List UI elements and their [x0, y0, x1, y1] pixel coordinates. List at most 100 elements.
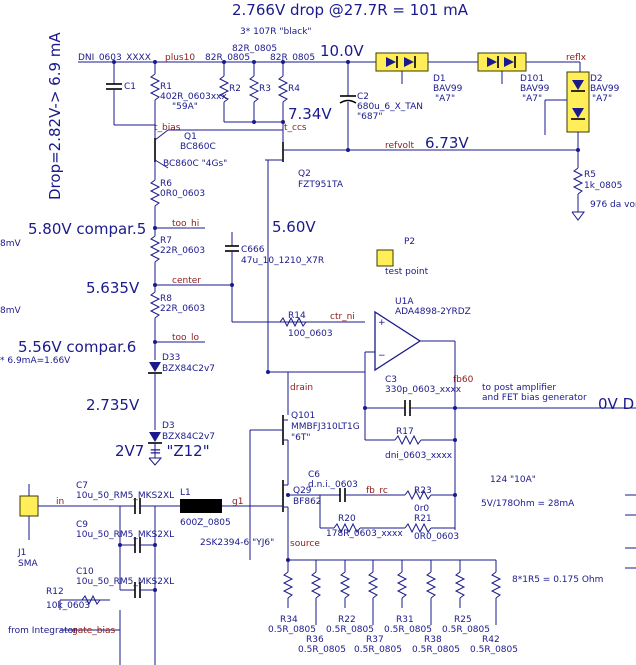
- c3-label: C3: [385, 375, 397, 385]
- r2-label: R2: [229, 84, 241, 94]
- u1a-value: ADA4898-2YRDZ: [395, 307, 471, 317]
- post-amp-note: to post amplifier: [482, 383, 556, 393]
- q1-label: Q1: [184, 132, 197, 142]
- right-edge-stubs: [625, 494, 636, 569]
- transistor-q2: [265, 130, 290, 372]
- r5-label: R5: [584, 170, 596, 180]
- r38-value: 0.5R_0805: [412, 645, 460, 655]
- l1-label: L1: [180, 488, 191, 498]
- d1-value: BAV99: [433, 84, 463, 94]
- r12-value: 10k_0603: [46, 601, 90, 611]
- header-annotation: 2.766V drop @27.7R = 101 mA: [232, 1, 469, 19]
- net-drain: drain: [290, 383, 313, 393]
- transistor-q1: [154, 125, 283, 178]
- net-reflx: reflx: [566, 53, 587, 63]
- q29-label: Q29: [293, 486, 312, 496]
- refvolt-rail: [290, 148, 585, 221]
- q29-value: BF862: [293, 497, 322, 507]
- transistor-q101: [249, 370, 365, 560]
- r42-value: 0.5R_0805: [470, 645, 518, 655]
- resistor-r14: [279, 316, 307, 328]
- r25-value: 0.5R_0805: [442, 625, 490, 635]
- r1-label: R1: [160, 82, 172, 92]
- r1-code: "59A": [172, 102, 198, 112]
- c9-value: 10u_50_RM5_MKS2XL: [76, 530, 174, 540]
- r38-label: R38: [424, 635, 442, 645]
- capacitor-c2: [339, 62, 357, 152]
- r12-label: R12: [46, 587, 64, 597]
- note-5v: 5V/178Ohm = 28mA: [481, 499, 575, 509]
- net-in: in: [56, 497, 64, 507]
- r21-label: R21: [414, 514, 432, 524]
- c666-label: C666: [241, 245, 265, 255]
- note-124: 124 "10A": [490, 475, 536, 485]
- c10-label: C10: [76, 567, 94, 577]
- r36-value: 0.5R_0805: [298, 645, 346, 655]
- diode-d101: [477, 52, 527, 84]
- net-refvolt: refvolt: [385, 141, 415, 151]
- r20-label: R20: [338, 514, 356, 524]
- net-t-bias: t_bias: [154, 123, 181, 133]
- q1-code: BC860C "4Gs": [163, 159, 227, 169]
- r17-value: dni_0603_xxxx: [385, 451, 453, 461]
- v-5-80-annotation: 5.80V compar.5: [28, 220, 146, 238]
- r4-label: R4: [288, 84, 300, 94]
- v-5-635-annotation: 5.635V: [86, 279, 140, 297]
- net-dni: DNI_0603_XXXX: [78, 53, 151, 63]
- u1a-label: U1A: [395, 297, 414, 307]
- r8-label: R8: [160, 294, 172, 304]
- diode-d1: [375, 52, 429, 84]
- r25-label: R25: [454, 615, 472, 625]
- r17-label: R17: [396, 427, 414, 437]
- v-5-56-annotation: 5.56V compar.6: [18, 338, 136, 356]
- c10-value: 10u_50_RM5_MKS2XL: [76, 577, 174, 587]
- r22-label: R22: [338, 615, 356, 625]
- c2-value: 680u_6_X_TAN: [357, 102, 423, 112]
- r7-value: 22R_0603: [160, 246, 205, 256]
- r31-value: 0.5R_0805: [384, 625, 432, 635]
- r14-value: 100_0603: [288, 329, 333, 339]
- v-7-34-annotation: 7.34V: [288, 105, 332, 123]
- resistors-note: 3* 107R "black": [240, 27, 312, 37]
- diode-d2: [544, 71, 590, 150]
- from-integrator-note: from Integrator: [8, 626, 77, 636]
- q101-value: MMBFJ310LT1G: [291, 422, 360, 432]
- j1-label: J1: [17, 548, 26, 558]
- net-fb60: fb60: [453, 375, 474, 385]
- r7-label: R7: [160, 236, 172, 246]
- r2-value-top: 82R_0805: [232, 44, 277, 54]
- v-6-73-annotation: 6.73V: [425, 134, 469, 152]
- note-976: 976 da vorb: [590, 200, 636, 210]
- net-ctr-ni: ctr_ni: [330, 312, 355, 322]
- feedback-c6-r20-r23: [319, 488, 457, 534]
- d101-value: BAV99: [520, 84, 550, 94]
- divider-chain: [148, 178, 232, 466]
- c7-value: 10u_50_RM5_MKS2XL: [76, 491, 174, 501]
- left-8mv-1: 8mV: [0, 239, 21, 249]
- net-gate-bias: gate_bias: [72, 626, 116, 636]
- v-2v7-annotation: 2V7 = "Z12": [115, 442, 210, 460]
- d33-value: BZX84C2v7: [162, 364, 215, 374]
- r37-label: R37: [366, 635, 384, 645]
- c2-code: "687": [357, 112, 382, 122]
- v-2-735-annotation: 2.735V: [86, 396, 140, 414]
- note-8x1r5: 8*1R5 = 0.175 Ohm: [512, 575, 603, 585]
- q101-label: Q101: [291, 411, 315, 421]
- test-point-label: test point: [385, 267, 429, 277]
- q2-value: FZT951TA: [298, 180, 344, 190]
- r2-value: 82R_0805: [205, 53, 250, 63]
- r23-label: R23: [414, 486, 432, 496]
- input-network: [19, 484, 283, 665]
- d2-label: D2: [590, 74, 603, 84]
- d2-code: "A7": [592, 94, 612, 104]
- r22-value: 0.5R_0805: [326, 625, 374, 635]
- net-fb-rc: fb_rc: [366, 486, 388, 496]
- d3-value: BZX84C2v7: [162, 432, 215, 442]
- r6-value: 0R0_0603: [160, 189, 205, 199]
- q2-label: Q2: [298, 169, 311, 179]
- svg-text:−: −: [378, 351, 386, 361]
- d33-label: D33: [162, 353, 180, 363]
- v-0v-annotation: 0V D: [598, 395, 634, 413]
- r1-value: 402R_0603xxx: [160, 92, 227, 102]
